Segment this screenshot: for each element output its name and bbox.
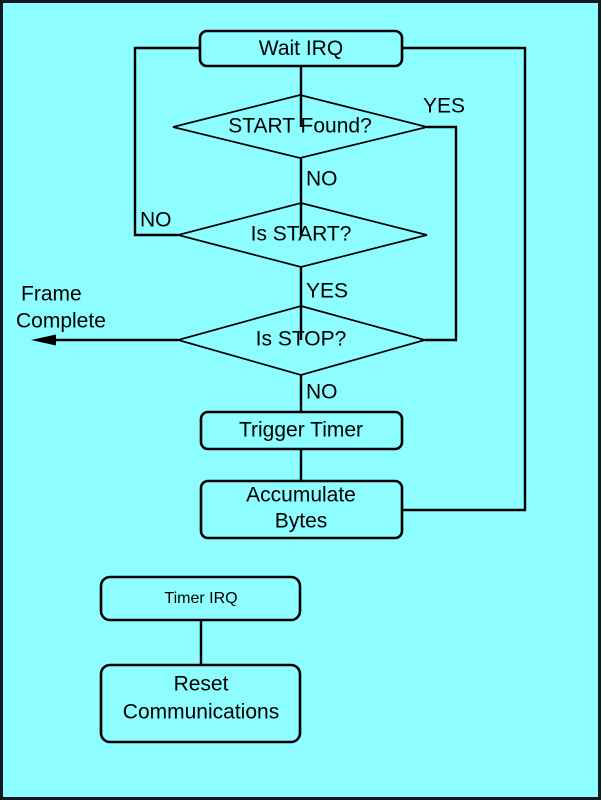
edge-startfound-yes-to-isstop bbox=[425, 125, 458, 342]
node-wait-irq-label: Wait IRQ bbox=[259, 37, 343, 60]
node-trigger-timer[interactable]: Trigger Timer bbox=[199, 410, 404, 451]
node-accumulate-bytes-label-line1: Accumulate bbox=[246, 484, 356, 507]
edge-label-start-found-no: NO bbox=[306, 168, 338, 191]
node-is-stop[interactable]: Is STOP? bbox=[174, 305, 429, 376]
node-start-found[interactable]: START Found? bbox=[172, 94, 428, 159]
node-timer-irq-label: Timer IRQ bbox=[164, 590, 237, 607]
node-start-found-label: START Found? bbox=[228, 115, 372, 138]
node-is-start-label: Is START? bbox=[251, 223, 352, 246]
edge-label-frame-complete-line1: Frame bbox=[21, 283, 82, 306]
node-is-stop-shape bbox=[174, 305, 429, 376]
edge-label-start-found-yes: YES bbox=[423, 95, 465, 118]
node-reset-communications-label-line2: Communications bbox=[123, 701, 279, 724]
node-trigger-timer-label: Trigger Timer bbox=[239, 419, 363, 442]
node-accumulate-bytes[interactable]: Accumulate Bytes bbox=[199, 479, 404, 540]
edge-label-is-start-yes: YES bbox=[306, 280, 348, 303]
node-accumulate-bytes-label-line2: Bytes bbox=[275, 510, 328, 533]
edge-label-frame-complete-line2: Complete bbox=[16, 310, 106, 333]
edge-accumulate-to-waitirq bbox=[402, 46, 527, 512]
node-is-stop-label: Is STOP? bbox=[256, 328, 347, 351]
node-reset-communications-label-line1: Reset bbox=[174, 673, 229, 696]
node-is-start[interactable]: Is START? bbox=[174, 202, 428, 268]
node-reset-communications-shape bbox=[99, 663, 302, 744]
edge-label-is-stop-no: NO bbox=[306, 381, 338, 404]
node-trigger-timer-shape bbox=[199, 410, 404, 451]
node-timer-irq[interactable]: Timer IRQ bbox=[99, 575, 302, 622]
node-is-start-shape bbox=[174, 202, 428, 268]
node-reset-communications[interactable]: Reset Communications bbox=[99, 663, 302, 744]
frame-complete-arrowhead bbox=[31, 334, 56, 346]
edge-isstart-no-to-waitirq bbox=[133, 46, 200, 237]
node-start-found-shape bbox=[172, 94, 428, 159]
node-wait-irq[interactable]: Wait IRQ bbox=[198, 29, 404, 68]
node-timer-irq-shape bbox=[99, 575, 302, 622]
node-wait-irq-shape bbox=[198, 29, 404, 68]
node-accumulate-bytes-shape bbox=[199, 479, 404, 540]
edge-label-is-start-no: NO bbox=[140, 209, 172, 232]
